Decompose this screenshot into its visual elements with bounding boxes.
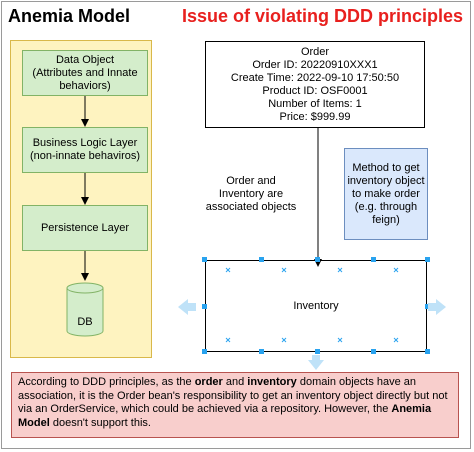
anemia-model-title: Anemia Model bbox=[8, 6, 131, 26]
association-note: Order and Inventory are associated objec… bbox=[205, 175, 297, 213]
db-cylinder[interactable] bbox=[66, 282, 104, 337]
order-line-price: Price: $999.99 bbox=[279, 110, 351, 123]
explanation-text-1: According to DDD principles, as the bbox=[18, 376, 195, 388]
explanation-bold-anemia-model: Anemia Model bbox=[18, 403, 432, 429]
order-box[interactable]: Order Order ID: 20220910XXX1 Create Time… bbox=[205, 41, 425, 128]
business-logic-layer-label: Business Logic Layer (non-innate behavir… bbox=[29, 137, 141, 162]
inventory-label: Inventory bbox=[293, 300, 339, 312]
hover-arrow-down-icon[interactable] bbox=[308, 355, 324, 370]
data-object-label: Data Object (Attributes and Innate behav… bbox=[32, 53, 138, 92]
ddd-explanation-box: According to DDD principles, as the orde… bbox=[11, 372, 459, 438]
data-object-box[interactable]: Data Object (Attributes and Innate behav… bbox=[22, 50, 148, 96]
order-line-product-id: Product ID: OSF0001 bbox=[262, 84, 368, 97]
db-label: DB bbox=[77, 316, 92, 328]
connection-point-markers bbox=[225, 267, 399, 343]
persistence-layer-box[interactable]: Persistence Layer bbox=[22, 205, 148, 251]
order-line-create-time: Create Time: 2022-09-10 17:50:50 bbox=[230, 71, 400, 84]
explanation-text-3: domain objects have an association, it i… bbox=[18, 376, 448, 415]
hover-arrow-right-icon[interactable] bbox=[428, 299, 446, 315]
business-logic-layer-box[interactable]: Business Logic Layer (non-innate behavir… bbox=[22, 127, 148, 173]
inventory-selection-handles bbox=[202, 257, 430, 354]
persistence-layer-label: Persistence Layer bbox=[40, 221, 130, 234]
order-line-title: Order bbox=[300, 45, 330, 58]
explanation-bold-order: order bbox=[194, 376, 223, 388]
explanation-text-4: doesn't support this. bbox=[49, 416, 151, 429]
order-line-id: Order ID: 20220910XXX1 bbox=[252, 58, 378, 71]
issue-title: Issue of violating DDD principles bbox=[182, 6, 464, 26]
method-note-label: Method to get inventory object to make o… bbox=[347, 161, 425, 226]
hover-arrow-left-icon[interactable] bbox=[178, 299, 196, 315]
explanation-text-2: and bbox=[222, 376, 248, 388]
explanation-bold-inventory: inventory bbox=[247, 376, 297, 388]
method-note-box[interactable]: Method to get inventory object to make o… bbox=[344, 148, 428, 240]
order-line-number-of-items: Number of Items: 1 bbox=[268, 97, 362, 110]
